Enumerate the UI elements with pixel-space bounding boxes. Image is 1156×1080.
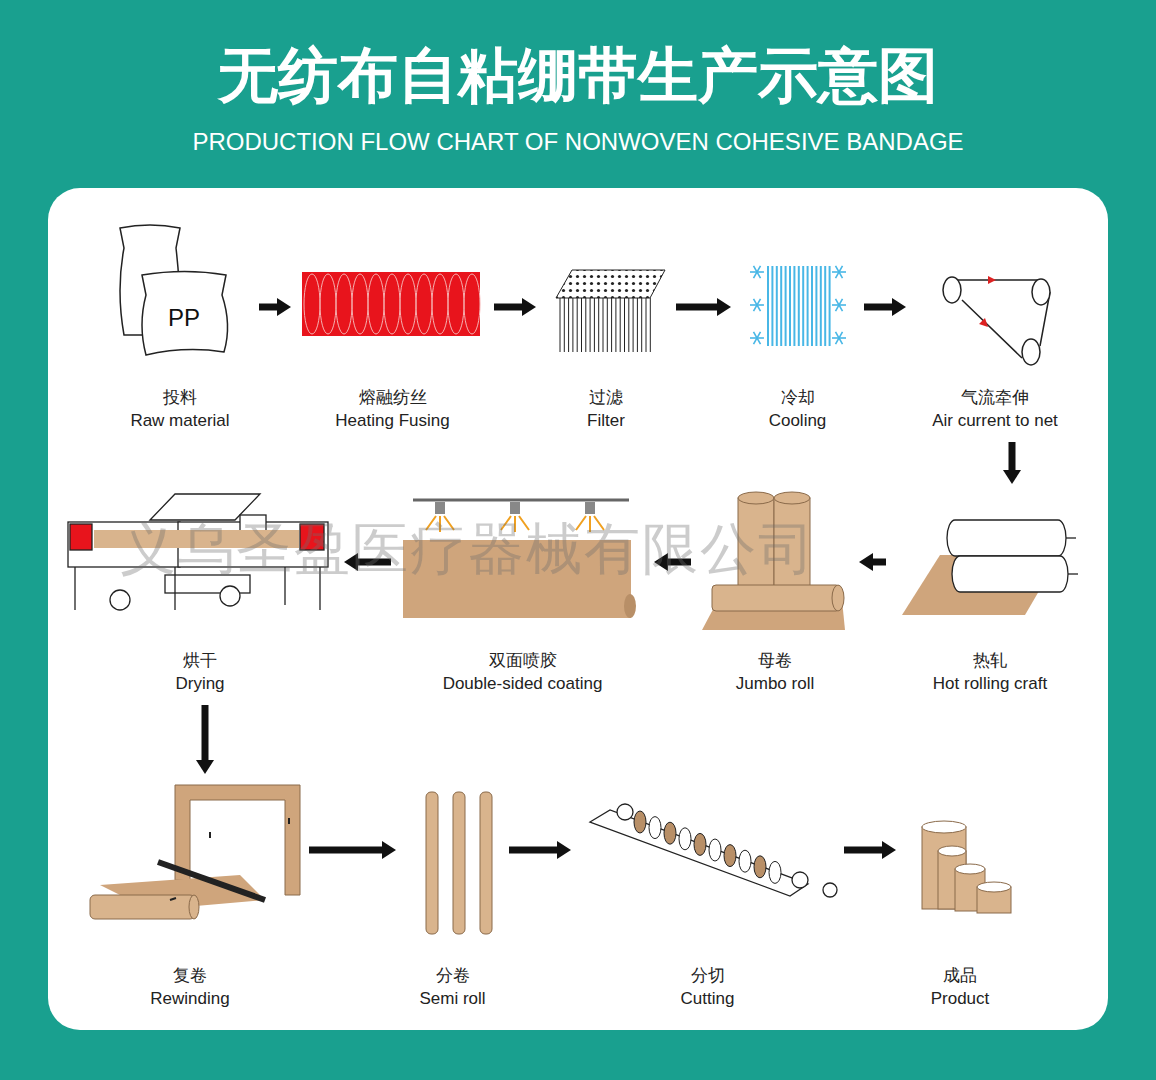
step-label: 烘干Drying bbox=[61, 649, 339, 695]
step-text: Product bbox=[901, 987, 1019, 1010]
step-text: Air current to net bbox=[911, 409, 1079, 432]
step-label: 复卷Rewinding bbox=[76, 964, 304, 1010]
step-text: 过滤 bbox=[541, 386, 671, 409]
process-step: 气流牵伸Air current to net bbox=[911, 220, 1079, 432]
watermark: 义乌圣盈医疗器械有限公司 bbox=[120, 512, 816, 588]
step-text: 双面喷胶 bbox=[396, 649, 649, 672]
step-text: Rewinding bbox=[76, 987, 304, 1010]
flow-arrow bbox=[676, 298, 731, 316]
step-text: Raw material bbox=[106, 409, 254, 432]
step-text: 分切 bbox=[576, 964, 839, 987]
flow-arrow bbox=[509, 841, 571, 859]
step-label: 投料Raw material bbox=[106, 386, 254, 432]
flow-arrow bbox=[859, 553, 886, 571]
step-label: 分卷Semi roll bbox=[401, 964, 504, 1010]
step-text: Double-sided coating bbox=[396, 672, 649, 695]
step-label: 成品Product bbox=[901, 964, 1019, 1010]
step-label: 冷却Cooling bbox=[736, 386, 859, 432]
step-text: 烘干 bbox=[61, 649, 339, 672]
step-label: 热轧Hot rolling craft bbox=[891, 649, 1089, 695]
process-step: 冷却Cooling bbox=[736, 220, 859, 432]
process-step: 热轧Hot rolling craft bbox=[891, 490, 1089, 695]
step-text: 成品 bbox=[901, 964, 1019, 987]
process-step: 熔融纺丝Heating Fusing bbox=[296, 220, 489, 432]
step-text: Cooling bbox=[736, 409, 859, 432]
step-label: 母卷Jumbo roll bbox=[696, 649, 854, 695]
step-label: 熔融纺丝Heating Fusing bbox=[296, 386, 489, 432]
flow-arrow bbox=[1003, 442, 1021, 484]
process-step: 分切Cutting bbox=[576, 780, 839, 1010]
step-label: 分切Cutting bbox=[576, 964, 839, 1010]
step-text: 冷却 bbox=[736, 386, 859, 409]
step-text: 母卷 bbox=[696, 649, 854, 672]
step-text: Semi roll bbox=[401, 987, 504, 1010]
flow-arrow bbox=[309, 841, 396, 859]
diagram-title: 无纺布自粘绷带生产示意图 bbox=[0, 36, 1156, 117]
process-step: 过滤Filter bbox=[541, 220, 671, 432]
step-text: Hot rolling craft bbox=[891, 672, 1089, 695]
step-text: 热轧 bbox=[891, 649, 1089, 672]
step-label: 过滤Filter bbox=[541, 386, 671, 432]
process-step: 分卷Semi roll bbox=[401, 780, 504, 1010]
flow-arrow bbox=[494, 298, 536, 316]
flow-arrow bbox=[864, 298, 906, 316]
process-step: 成品Product bbox=[901, 780, 1019, 1010]
step-text: 熔融纺丝 bbox=[296, 386, 489, 409]
material-label: PP bbox=[168, 304, 200, 332]
step-label: 双面喷胶Double-sided coating bbox=[396, 649, 649, 695]
step-text: 分卷 bbox=[401, 964, 504, 987]
step-text: Heating Fusing bbox=[296, 409, 489, 432]
step-text: Drying bbox=[61, 672, 339, 695]
step-text: 投料 bbox=[106, 386, 254, 409]
flow-arrow bbox=[196, 705, 214, 774]
step-text: Filter bbox=[541, 409, 671, 432]
step-text: Cutting bbox=[576, 987, 839, 1010]
flow-arrow bbox=[844, 841, 896, 859]
step-text: 气流牵伸 bbox=[911, 386, 1079, 409]
diagram-caption: PRODUCTION FLOW CHART OF NONWOVEN COHESI… bbox=[0, 128, 1156, 156]
flow-arrow bbox=[259, 298, 291, 316]
step-label: 气流牵伸Air current to net bbox=[911, 386, 1079, 432]
step-text: Jumbo roll bbox=[696, 672, 854, 695]
process-step: 复卷Rewinding bbox=[76, 780, 304, 1010]
step-text: 复卷 bbox=[76, 964, 304, 987]
